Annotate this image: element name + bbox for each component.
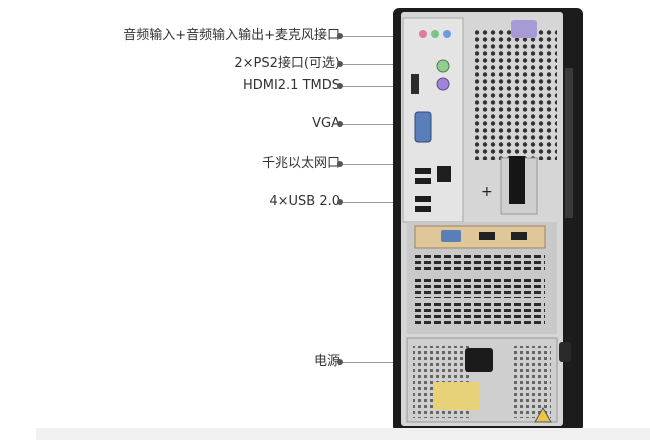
plus-mark: + (481, 184, 493, 200)
slot-cover-1 (415, 252, 545, 272)
card-vga-port (441, 230, 461, 242)
usb-port-2 (415, 178, 431, 184)
usb-port-3 (415, 196, 431, 202)
side-vent (565, 68, 573, 218)
slot-cover-2 (415, 276, 545, 298)
callout-hdmi-dot (337, 83, 343, 89)
callout-vga-dot (337, 121, 343, 127)
callout-audio-dot (337, 33, 343, 39)
callout-lan-dot (337, 161, 343, 167)
callout-power-label: 电源 (313, 354, 340, 369)
hdmi-port (411, 74, 419, 94)
callout-usb-dot (337, 199, 343, 205)
warning-triangle-icon (534, 406, 552, 423)
callout-power-dot (337, 359, 343, 365)
callout-ps2-line (343, 64, 435, 65)
slot-cover-3 (415, 302, 545, 324)
power-socket (465, 348, 493, 372)
callout-audio-line (343, 36, 421, 37)
card-hdmi-port-2 (511, 232, 527, 240)
power-label-sticker (433, 382, 479, 410)
usb-port-4 (415, 206, 431, 212)
fan-grille (475, 30, 557, 160)
lock-block (509, 156, 525, 204)
callout-hdmi-label: HDMI2.1 TMDS (242, 78, 340, 93)
bottom-strip (36, 428, 650, 440)
side-button (559, 342, 571, 362)
callout-usb-label: 4×USB 2.0 (269, 194, 340, 209)
psu-mesh-right (511, 346, 551, 418)
callout-lan-line (343, 164, 441, 165)
callout-vga-line (343, 124, 409, 125)
audio-jack-pink (419, 30, 427, 38)
callout-audio-label: 音频输入+音频输入输出+麦克风接口 (123, 28, 340, 43)
pc-tower-rear-illustration: + (393, 8, 583, 432)
callout-usb-line (343, 202, 419, 203)
audio-jack-green (431, 30, 439, 38)
audio-jack-blue (443, 30, 451, 38)
callout-lan-label: 千兆以太网口 (261, 156, 340, 171)
io-shield (402, 17, 464, 223)
ps2-port-purple (436, 77, 450, 91)
vga-port (414, 111, 432, 143)
callout-ps2-label: 2×PS2接口(可选) (234, 56, 340, 71)
callout-vga-label: VGA (312, 116, 340, 131)
callout-hdmi-line (343, 86, 411, 87)
callout-ps2-dot (337, 61, 343, 67)
top-clip (511, 20, 537, 38)
usb-port-1 (415, 168, 431, 174)
ps2-port-green (436, 59, 450, 73)
lan-port (437, 166, 451, 182)
card-hdmi-port-1 (479, 232, 495, 240)
callout-power-line (343, 362, 415, 363)
